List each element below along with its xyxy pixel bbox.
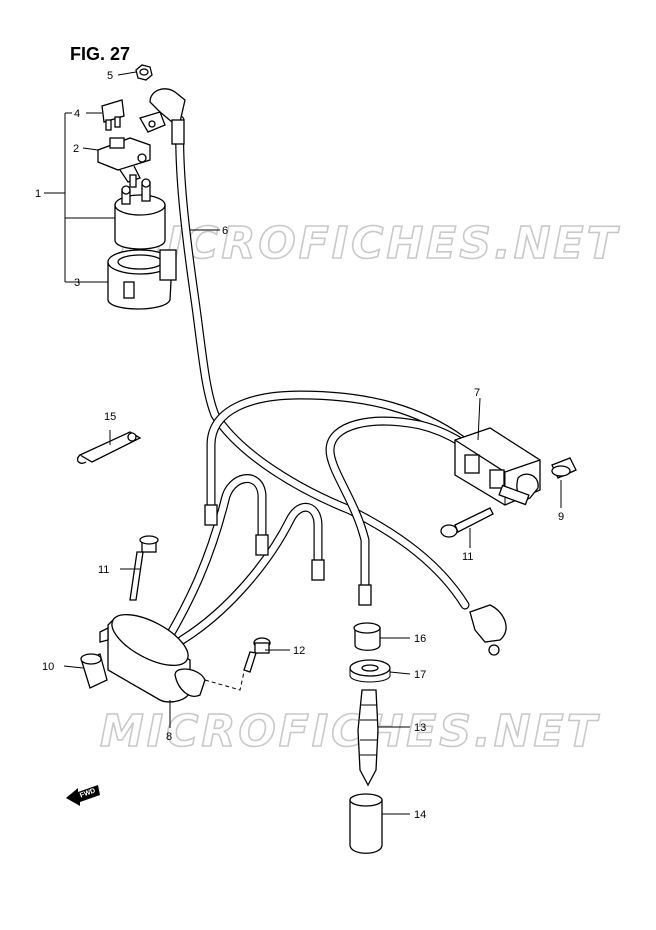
- callout-8: 8: [166, 731, 172, 743]
- part-7-ignition-coil: [454, 427, 541, 506]
- part-2-bracket: [97, 137, 151, 183]
- callout-1: 1: [35, 188, 41, 200]
- callout-12: 12: [293, 645, 305, 657]
- part-11-bolt-upper: [440, 507, 494, 538]
- callout-14: 14: [414, 809, 426, 821]
- cable-end-caps: [204, 504, 372, 606]
- part-13-terminal: [357, 689, 379, 787]
- cable-6: [175, 115, 470, 610]
- callout-13: 13: [414, 722, 426, 734]
- high-tension-lead-a: [165, 474, 267, 640]
- part-12-screw: [243, 637, 271, 673]
- high-tension-lead-b: [177, 503, 323, 645]
- callout-4: 4: [74, 108, 80, 120]
- callout-6: 6: [222, 225, 228, 237]
- figure-title: FIG. 27: [70, 44, 130, 64]
- part-10-cap: [80, 653, 108, 689]
- part-8-ignition-coil: [99, 614, 206, 703]
- part-6-plug-cap: [469, 604, 507, 656]
- part-3-relay-cover: [107, 249, 177, 310]
- fwd-arrow-icon: FWD: [66, 785, 100, 806]
- callout-3: 3: [74, 277, 80, 289]
- part-5-nut: [135, 64, 153, 81]
- leader-lines: [44, 71, 562, 815]
- callout-16: 17: [414, 669, 426, 681]
- callout-17: 15: [104, 411, 116, 423]
- part-4-fuse: [101, 99, 125, 131]
- callout-7: 7: [474, 387, 480, 399]
- part-17-clamp: [76, 431, 142, 464]
- callout-11-lower: 11: [98, 564, 109, 576]
- part-6-cable-terminal: [139, 88, 186, 145]
- part-16-washer: [349, 659, 391, 683]
- part-9-cap: [551, 457, 577, 479]
- callout-numbers: 5 4 2 1 3 6 7 9 11 11 10 8 12 16 17 13 1…: [35, 70, 564, 821]
- callout-9: 9: [558, 511, 564, 523]
- coil-primary-lead-left: [206, 390, 467, 525]
- callout-10: 10: [42, 661, 54, 673]
- part-11-bolt-lower: [129, 535, 159, 601]
- callout-11-upper: 11: [462, 551, 473, 563]
- callout-2: 2: [73, 143, 79, 155]
- watermark-top: MICROFICHES.NET: [120, 218, 620, 269]
- part-14-cap: [349, 793, 383, 854]
- part-1-starter-relay: [114, 174, 166, 250]
- watermark-bottom: MICROFICHES.NET: [100, 706, 600, 757]
- callout-15: 16: [414, 633, 426, 645]
- callout-5: 5: [107, 70, 113, 82]
- part-15-grommet: [353, 622, 381, 651]
